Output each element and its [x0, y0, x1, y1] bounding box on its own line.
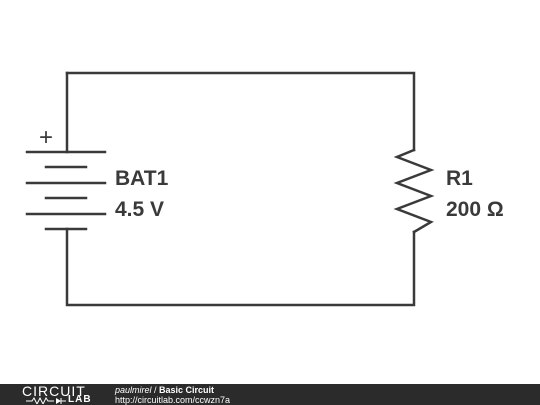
circuit-url-link[interactable]: http://circuitlab.com/ccwzn7a [115, 395, 231, 405]
resistor-value-label: 200 Ω [446, 198, 504, 221]
footer-bar: CIRCUIT LAB paulmirel / Basic Circuit ht… [0, 384, 540, 405]
circuit-title-link[interactable]: Basic Circuit [159, 385, 215, 395]
left-bottom-wire [65, 227, 416, 307]
footer-attribution: paulmirel / Basic Circuit [115, 385, 230, 395]
author-link[interactable]: paulmirel [115, 385, 152, 395]
logo-lab-text: LAB [68, 394, 92, 405]
battery-value-label: 4.5 V [115, 198, 165, 221]
resistor-diode-icon [26, 397, 66, 404]
battery-plus-sign: + [39, 124, 53, 151]
top-wire [65, 71, 416, 152]
footer-info: paulmirel / Basic Circuit http://circuit… [115, 385, 230, 405]
footer-separator: / [151, 385, 160, 395]
resistor-name-label: R1 [446, 167, 473, 190]
circuit-schematic: + [25, 71, 435, 307]
resistor-symbol [393, 148, 435, 234]
logo-circuit-text: CIRCUIT [22, 383, 86, 399]
battery-name-label: BAT1 [115, 167, 169, 190]
circuitlab-logo[interactable]: CIRCUIT LAB [22, 384, 106, 405]
battery-symbol [25, 150, 107, 231]
